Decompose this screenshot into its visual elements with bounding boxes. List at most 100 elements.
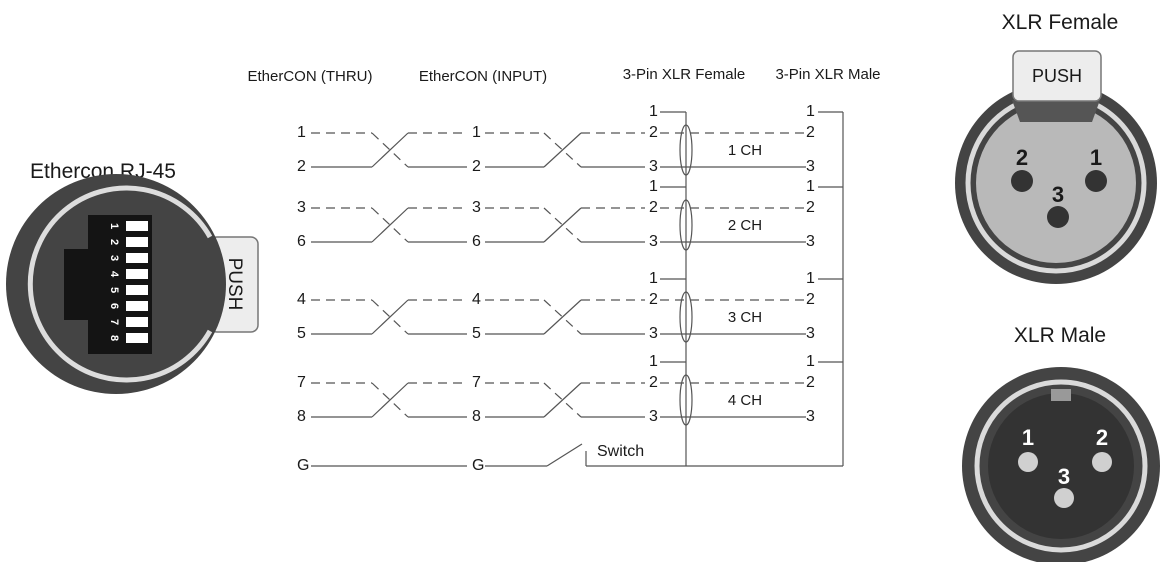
male-pin1-4: 1	[806, 353, 815, 370]
input-pin-top-2: 3	[472, 199, 481, 216]
cross-solid-2-1	[543, 207, 582, 243]
xlr-male-key	[1051, 389, 1071, 401]
cross-solid-2-0	[371, 207, 409, 243]
xlr-female-label-2: 2	[1016, 145, 1028, 170]
rj45-contacts	[126, 221, 148, 343]
male-pin2-4: 2	[806, 374, 815, 391]
female-pin2-3: 2	[649, 291, 658, 308]
male-pin2-1: 2	[806, 124, 815, 141]
xlr-female-title: XLR Female	[1002, 11, 1119, 34]
latch-ring	[27, 185, 213, 383]
svg-text:1: 1	[108, 223, 120, 229]
female-pin3-3: 3	[649, 325, 658, 342]
thru-pin-top-1: 1	[297, 124, 306, 141]
channel-label-3: 3 CH	[728, 309, 762, 326]
cross-dashed-3-0	[371, 299, 409, 335]
female-pin3-1: 3	[649, 158, 658, 175]
thru-ground: G	[297, 457, 309, 474]
xlr-female-pin-2	[1011, 170, 1033, 192]
svg-text:2: 2	[108, 239, 120, 245]
xlr-male-ring	[974, 379, 1148, 553]
thru-pin-bottom-3: 5	[297, 325, 306, 342]
female-pin1-2: 1	[649, 178, 658, 195]
push-tab-label: PUSH	[224, 258, 245, 311]
male-pin2-3: 2	[806, 291, 815, 308]
header-xlr-female: 3-Pin XLR Female	[623, 66, 746, 83]
female-pin3-4: 3	[649, 408, 658, 425]
male-pin1-2: 1	[806, 178, 815, 195]
xlr-female-connector: XLR Female PUSH 2 1 3	[955, 11, 1157, 284]
cross-dashed-2-0	[371, 207, 409, 243]
input-pin-bottom-3: 5	[472, 325, 481, 342]
xlr-female-pin-3	[1047, 206, 1069, 228]
xlr-male-pin-3	[1054, 488, 1074, 508]
svg-text:3: 3	[108, 255, 120, 261]
header-ethercon-thru: EtherCON (THRU)	[247, 68, 372, 85]
input-pin-bottom-2: 6	[472, 233, 481, 250]
cross-solid-3-0	[371, 299, 409, 335]
xlr-male-face	[988, 393, 1134, 539]
male-pin2-2: 2	[806, 199, 815, 216]
thru-pin-top-2: 3	[297, 199, 306, 216]
cross-dashed-4-1	[543, 382, 582, 418]
female-pin1-3: 1	[649, 270, 658, 287]
thru-pin-bottom-1: 2	[297, 158, 306, 175]
male-pin1-3: 1	[806, 270, 815, 287]
svg-text:6: 6	[108, 303, 120, 309]
female-pin2-2: 2	[649, 199, 658, 216]
input-ground: G	[472, 457, 484, 474]
cross-solid-4-0	[371, 382, 409, 418]
male-pin3-4: 3	[806, 408, 815, 425]
male-pin3-2: 3	[806, 233, 815, 250]
thru-pin-top-4: 7	[297, 374, 306, 391]
thru-pin-bottom-2: 6	[297, 233, 306, 250]
input-pin-top-3: 4	[472, 291, 481, 308]
switch-label: Switch	[597, 443, 644, 460]
female-pin1-4: 1	[649, 353, 658, 370]
cross-dashed-4-0	[371, 382, 409, 418]
header-ethercon-input: EtherCON (INPUT)	[419, 68, 547, 85]
cross-solid-4-1	[543, 382, 582, 418]
svg-text:4: 4	[108, 271, 120, 278]
xlr-female-latch	[1012, 100, 1100, 122]
male-pin3-1: 3	[806, 158, 815, 175]
cross-dashed-1-0	[371, 132, 409, 168]
channel-label-2: 2 CH	[728, 217, 762, 234]
xlr-female-label-1: 1	[1090, 145, 1102, 170]
female-pin3-2: 3	[649, 233, 658, 250]
cross-solid-3-1	[543, 299, 582, 335]
cross-dashed-2-1	[543, 207, 582, 243]
male-pin3-3: 3	[806, 325, 815, 342]
xlr-female-label-3: 3	[1052, 182, 1064, 207]
svg-text:7: 7	[108, 319, 120, 325]
svg-text:5: 5	[108, 287, 120, 293]
female-pin1-1: 1	[649, 103, 658, 120]
ethercon-connector: Ethercon RJ-45 PUSH 1 2 3 4 5 6 7 8	[6, 160, 259, 394]
channel-label-1: 1 CH	[728, 142, 762, 159]
cross-dashed-3-1	[543, 299, 582, 335]
wiring-lines	[311, 111, 844, 467]
input-pin-top-4: 7	[472, 374, 481, 391]
rj45-pin-numbers: 1 2 3 4 5 6 7 8	[108, 223, 120, 341]
switch-blade	[546, 443, 583, 467]
input-pin-bottom-1: 2	[472, 158, 481, 175]
cross-dashed-1-1	[543, 132, 582, 168]
input-pin-top-1: 1	[472, 124, 481, 141]
xlr-male-pin-1	[1018, 452, 1038, 472]
cross-solid-1-0	[371, 132, 409, 168]
input-pin-bottom-4: 8	[472, 408, 481, 425]
female-pin2-1: 2	[649, 124, 658, 141]
xlr-male-connector: XLR Male 1 2 3	[962, 324, 1160, 562]
xlr-female-pin-1	[1085, 170, 1107, 192]
thru-pin-bottom-4: 8	[297, 408, 306, 425]
xlr-male-label-2: 2	[1096, 425, 1108, 450]
xlr-male-title: XLR Male	[1014, 324, 1106, 347]
header-xlr-male: 3-Pin XLR Male	[775, 66, 880, 83]
xlr-male-label-1: 1	[1022, 425, 1034, 450]
xlr-male-label-3: 3	[1058, 464, 1070, 489]
xlr-male-pin-2	[1092, 452, 1112, 472]
cross-solid-1-1	[543, 132, 582, 168]
xlr-female-push-tab	[1012, 50, 1102, 102]
